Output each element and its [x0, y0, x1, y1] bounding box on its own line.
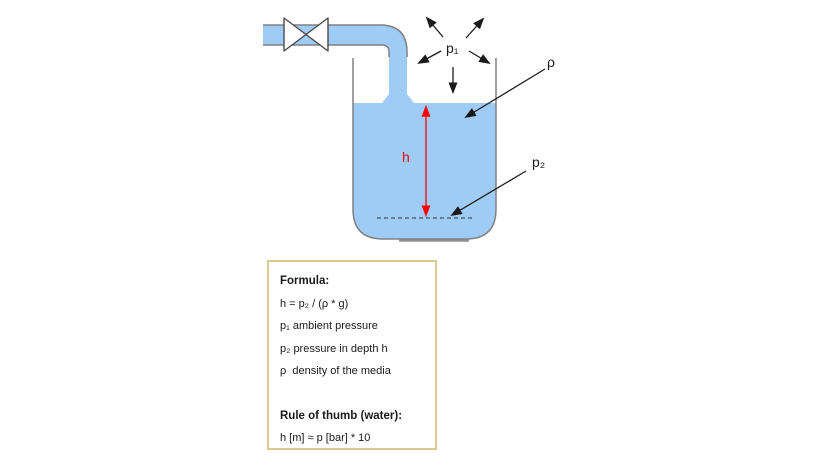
tank-outline [352, 58, 497, 240]
formula-title: Formula: [280, 275, 330, 287]
p1-arrow-down-left [417, 50, 442, 64]
label-h: h [402, 149, 410, 165]
formula-p2-definition: p₂ pressure in depth h [280, 342, 388, 355]
p1-arrow-up-right [465, 17, 485, 39]
formula-spacer [280, 383, 431, 405]
valve-left-triangle [283, 17, 307, 52]
label-p1: p₁ [446, 40, 459, 56]
p1-arrow-down-right [468, 50, 491, 65]
rho-pointer-arrow [464, 68, 546, 119]
rule-of-thumb-equation: h [m] ≈ p [bar] * 10 [280, 432, 371, 444]
rule-of-thumb-title: Rule of thumb (water): [280, 409, 403, 422]
p1-arrow-up-left [425, 16, 444, 38]
p2-pointer-arrow [450, 170, 527, 216]
formula-rho-definition: ρ density of the media [280, 365, 391, 377]
valve-right-triangle [305, 17, 329, 52]
water-stream [382, 54, 414, 103]
pipe-outer-edge [263, 24, 408, 57]
formula-equation: h = p₂ / (ρ * g) [280, 297, 349, 310]
tank-water [353, 103, 496, 239]
pipe-inner-edge [263, 44, 390, 57]
label-rho: ρ [547, 54, 555, 70]
formula-box: Formula: h = p₂ / (ρ * g) p₁ ambient pre… [267, 260, 437, 450]
formula-p1-definition: p₁ ambient pressure [280, 320, 378, 332]
label-p2: p₂ [532, 154, 546, 170]
